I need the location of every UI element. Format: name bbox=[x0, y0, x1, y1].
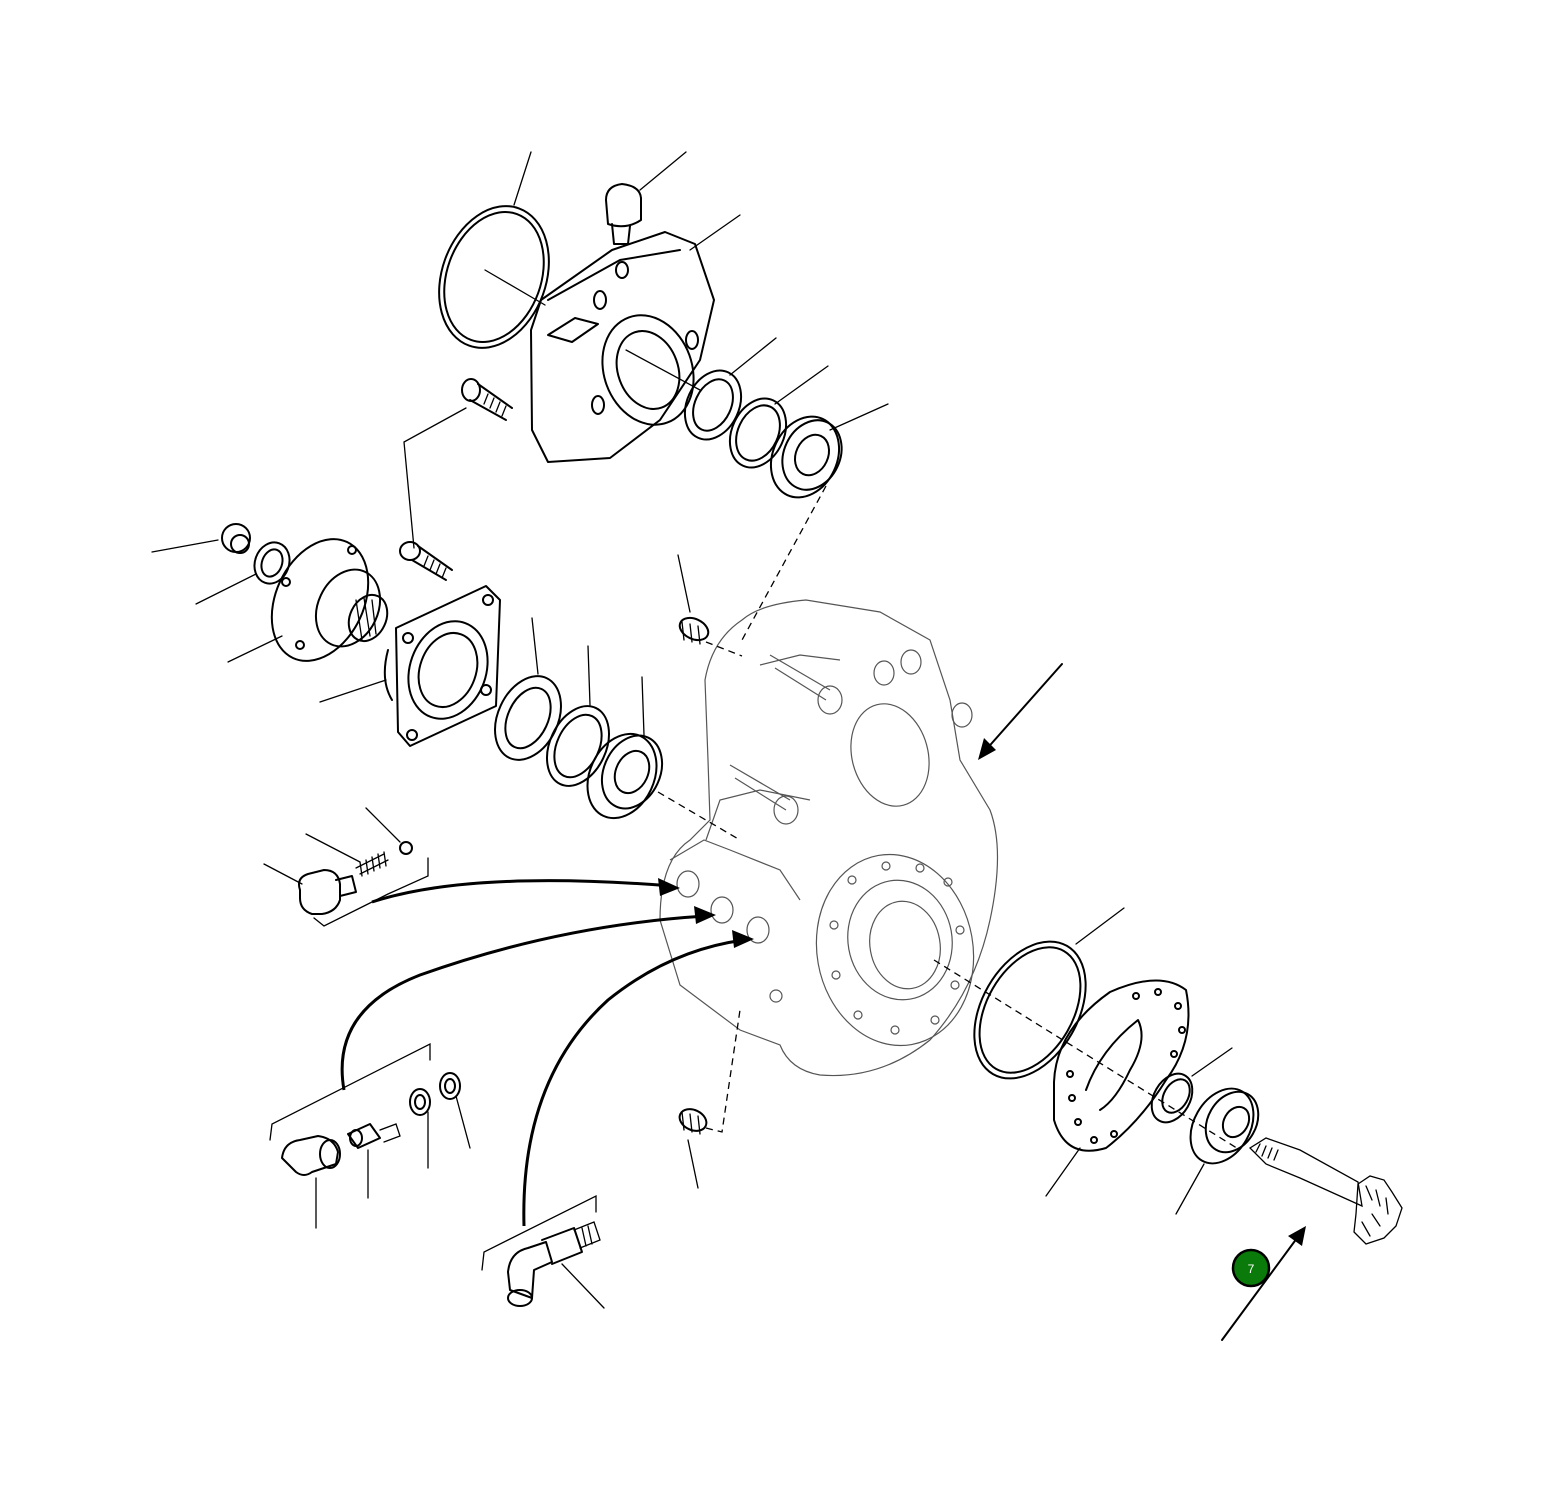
main-gear-housing bbox=[659, 599, 999, 1077]
hotspot-marker[interactable] bbox=[1231, 1248, 1271, 1288]
elbow-fitting-left bbox=[281, 1135, 341, 1229]
left-nut bbox=[151, 523, 251, 554]
top-breather-plug bbox=[605, 151, 687, 245]
left-bearing-housing bbox=[319, 585, 501, 747]
left-fitting-arrowhead bbox=[694, 906, 716, 924]
top-cap-screw bbox=[461, 378, 513, 421]
left-screw bbox=[399, 541, 453, 581]
shim-plate bbox=[1045, 979, 1190, 1197]
assembly-arrow-lower-right bbox=[1221, 1226, 1306, 1341]
tapered-roller-bearing bbox=[1175, 1087, 1260, 1215]
output-seal-ring bbox=[1150, 1047, 1233, 1124]
top-seal-ring-1 bbox=[683, 337, 777, 441]
lower-set-screw bbox=[678, 1108, 708, 1189]
bearing-dashed-leader-left bbox=[657, 791, 741, 841]
left-ball-bearing bbox=[586, 676, 664, 820]
left-coupling-flange bbox=[227, 538, 389, 663]
top-ball-bearing bbox=[769, 403, 889, 499]
top-cover-housing bbox=[530, 214, 741, 463]
top-cover-oring bbox=[438, 151, 550, 349]
pinion-shaft bbox=[1248, 1137, 1403, 1245]
left-fitting-arrow bbox=[340, 914, 707, 1091]
set-screw-dashed-leader bbox=[705, 641, 743, 657]
sealing-washer-2 bbox=[439, 1072, 471, 1149]
lower-fitting-bracket bbox=[481, 1194, 597, 1271]
elbow-fitting-lower bbox=[507, 1221, 605, 1309]
lower-fitting-arrowhead bbox=[732, 930, 754, 948]
relief-valve-plug bbox=[263, 863, 357, 915]
screw-callout-bracket bbox=[403, 407, 467, 549]
upper-set-screw bbox=[677, 554, 710, 645]
relief-valve-arrow bbox=[371, 879, 673, 904]
lower-dashed-leader bbox=[705, 1009, 741, 1133]
right-oring bbox=[973, 907, 1125, 1080]
bearing-dashed-leader-top bbox=[741, 485, 827, 641]
relief-valve-ball bbox=[365, 807, 413, 855]
left-fitting-bracket bbox=[269, 1042, 431, 1141]
lower-fitting-arrow bbox=[522, 938, 745, 1227]
assembly-arrow-upper-right bbox=[978, 663, 1063, 760]
hotspot-label: 7 bbox=[1248, 1262, 1255, 1276]
callout-hotspot-7[interactable]: 7 bbox=[1231, 1248, 1271, 1288]
relief-valve-arrowhead bbox=[658, 878, 680, 896]
sealing-washer-1 bbox=[409, 1088, 431, 1169]
relief-valve-spring bbox=[305, 833, 389, 877]
adapter-fitting-left bbox=[347, 1123, 401, 1199]
